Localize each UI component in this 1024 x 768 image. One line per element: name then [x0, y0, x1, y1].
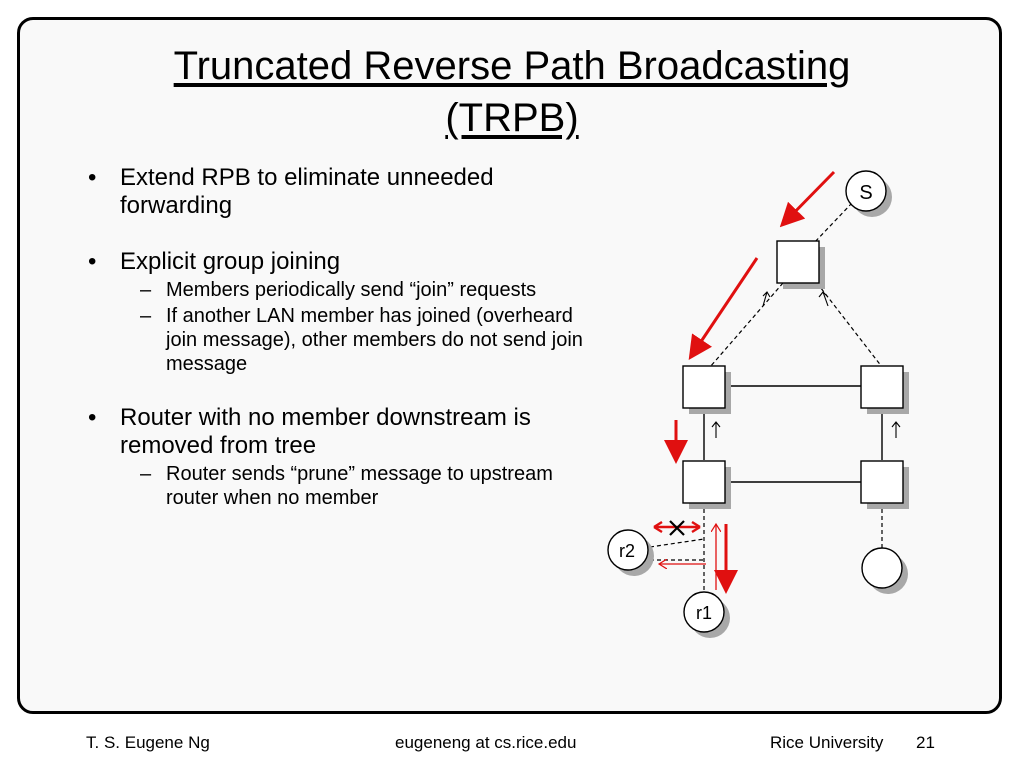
source-node	[845, 170, 887, 212]
bullet-text: Router with no member downstream is remo…	[120, 404, 531, 459]
receiver-node-r2	[607, 529, 649, 571]
bullet-item: Explicit group joining Members periodica…	[82, 248, 602, 376]
sub-bullet-list: Members periodically send “join” request…	[120, 278, 602, 376]
sub-bullet-item: Router sends “prune” message to upstream…	[120, 462, 602, 510]
upstream-arrows	[711, 291, 901, 438]
router-box	[860, 460, 904, 504]
bullet-text: Extend RPB to eliminate unneeded forward…	[120, 164, 494, 219]
trpb-network-diagram: S r2 r1	[607, 170, 909, 638]
router-box	[860, 365, 904, 409]
sub-bullet-list: Router sends “prune” message to upstream…	[120, 462, 602, 510]
router-nodes	[682, 240, 909, 509]
sub-bullet-item: If another LAN member has joined (overhe…	[120, 304, 602, 376]
receiver-label-r2: r2	[619, 541, 635, 561]
solid-links	[703, 385, 883, 483]
join-prune-arrows	[653, 520, 716, 590]
host-nodes	[607, 170, 908, 638]
receiver-label-r1: r1	[696, 603, 712, 623]
bullet-item: Extend RPB to eliminate unneeded forward…	[82, 164, 602, 220]
footer-institution: Rice University	[770, 733, 884, 752]
router-box	[682, 365, 726, 409]
router-box	[682, 460, 726, 504]
bullet-list: Extend RPB to eliminate unneeded forward…	[82, 164, 602, 538]
router-box	[776, 240, 820, 284]
broadcast-arrows	[664, 170, 836, 594]
source-label: S	[859, 182, 872, 204]
footer-page-number: 21	[916, 733, 935, 752]
bullet-item: Router with no member downstream is remo…	[82, 404, 602, 510]
title-line-1: Truncated Reverse Path Broadcasting	[173, 44, 851, 88]
bullet-text: Explicit group joining	[120, 248, 341, 275]
sub-bullet-item: Members periodically send “join” request…	[120, 278, 602, 302]
prune-x-mark	[669, 520, 685, 536]
footer-author: T. S. Eugene Ng	[86, 733, 210, 752]
dashed-links	[649, 202, 883, 598]
receiver-node-r1	[683, 591, 725, 633]
footer-email: eugeneng at cs.rice.edu	[395, 733, 577, 752]
host-node	[861, 547, 903, 589]
slide-title: Truncated Reverse Path Broadcasting (TRP…	[60, 40, 964, 144]
title-line-2: (TRPB)	[445, 96, 579, 140]
